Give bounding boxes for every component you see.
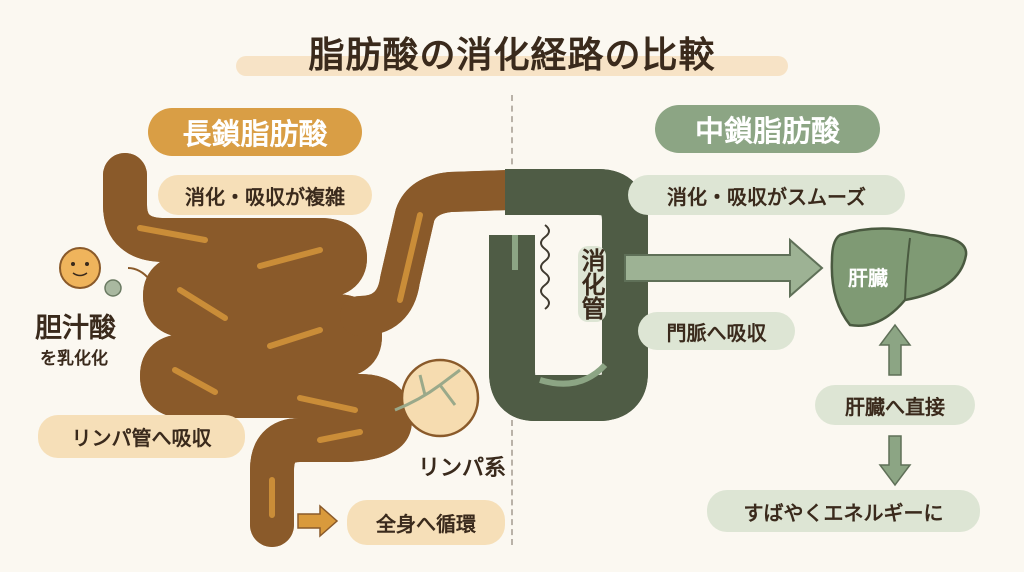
liver-direct-label: 肝臓へ直接 (815, 385, 975, 425)
medium-chain-heading: 中鎖脂肪酸 (655, 105, 880, 153)
circulation-arrow (297, 504, 339, 538)
liver-illustration (830, 227, 968, 327)
lymph-absorb-label: リンパ管へ吸収 (38, 415, 245, 458)
divider-top (511, 95, 513, 175)
long-chain-heading: 長鎖脂肪酸 (148, 108, 362, 156)
title-highlight (236, 56, 788, 76)
page-title: 脂肪酸の消化経路の比較 (308, 35, 716, 76)
divider-bottom (511, 420, 513, 545)
digestive-tract-loop (505, 169, 648, 421)
quick-energy-label: すばやくエネルギーに (707, 490, 980, 532)
emulsify-label: を乳化化 (40, 349, 108, 369)
complex-label: 消化・吸収が複雑 (158, 175, 372, 215)
circulation-label: 全身へ循環 (347, 500, 505, 545)
smooth-label: 消化・吸収がスムーズ (628, 175, 905, 215)
bile-acid-character (59, 247, 151, 297)
portal-arrow (624, 237, 824, 299)
down-arrow (878, 435, 912, 487)
liver-label: 肝臓 (848, 266, 888, 290)
portal-absorb-label: 門脈へ吸収 (638, 312, 795, 350)
up-arrow (878, 323, 912, 376)
digestive-tract-label: 消化管 (577, 246, 606, 322)
lymph-node (394, 358, 480, 438)
lymph-system-label: リンパ系 (418, 456, 507, 481)
bile-acid-label: 胆汁酸 (35, 313, 116, 344)
small-intestine (103, 153, 530, 547)
